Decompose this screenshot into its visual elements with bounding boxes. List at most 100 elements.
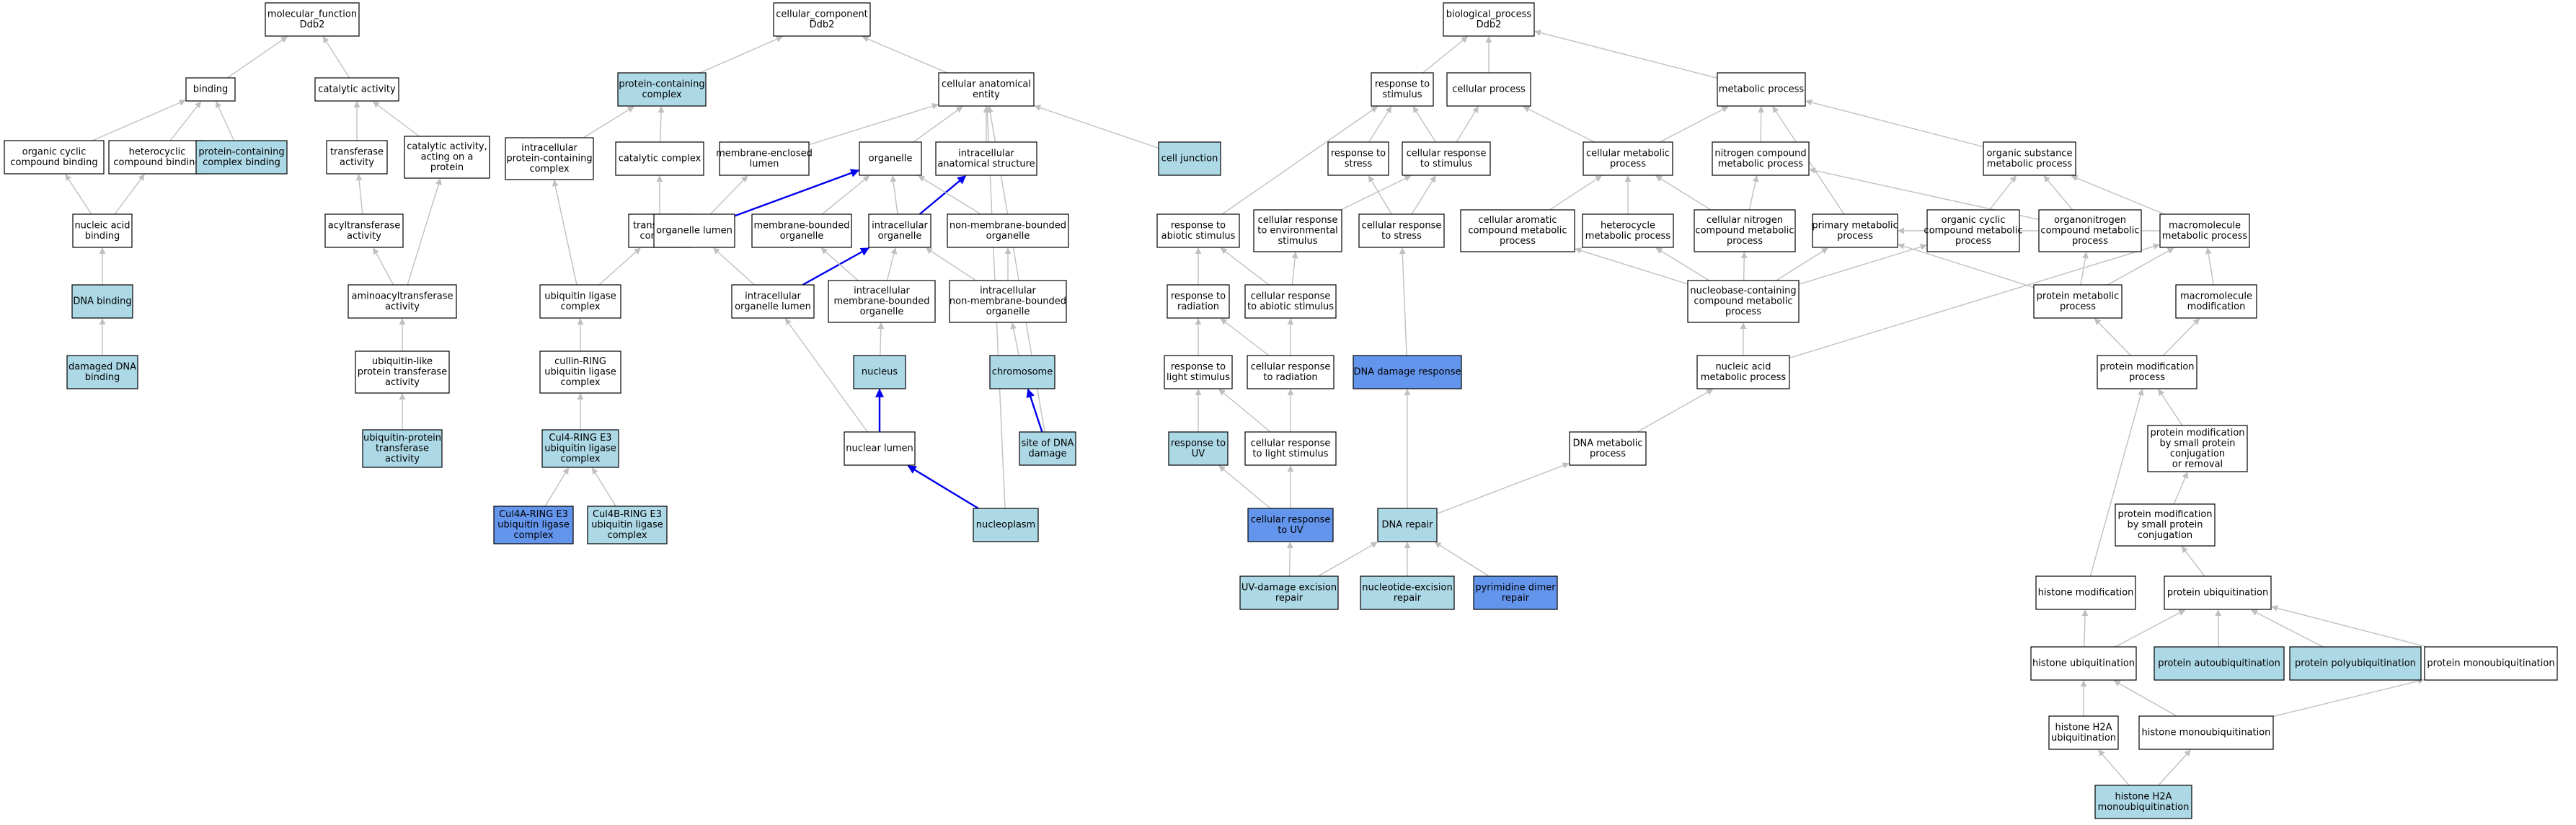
go-node-nucleus[interactable]: nucleus [853, 355, 906, 389]
go-node-histmod[interactable]: histone modification [2035, 575, 2136, 610]
node-box [2289, 646, 2422, 681]
node-label-line: histone ubiquitination [2032, 658, 2135, 669]
go-node-catcomplex[interactable]: catalytic complex [615, 141, 704, 176]
go-node-nucleoplasm[interactable]: nucleoplasm [973, 508, 1039, 542]
node-label-line: organelle [860, 306, 904, 317]
go-node-chromosome[interactable]: chromosome [989, 355, 1055, 389]
node-label-line: ubiquitin-like [372, 356, 433, 367]
node-label-line: Ddb2 [810, 19, 835, 30]
node-box [1983, 141, 2076, 176]
go-node-protubiq[interactable]: protein ubiquitination [2164, 575, 2272, 610]
go-node-autoubiq[interactable]: protein autoubiquitination [2154, 646, 2285, 681]
go-node-dnabind[interactable]: DNA binding [71, 284, 133, 319]
node-label-line: stimulus [1278, 236, 1317, 247]
go-node-orglumen[interactable]: organelle lumen [653, 213, 735, 248]
node-label-line: cellular response [1258, 215, 1338, 226]
go-node-cellproc[interactable]: cellular process [1446, 72, 1531, 107]
go-node-histubiq[interactable]: histone ubiquitination [2030, 646, 2137, 681]
go-node-nuclumen[interactable]: nuclear lumen [844, 431, 916, 466]
node-label-line: intracellular [745, 291, 801, 301]
go-node-dnarepair[interactable]: DNA repair [1377, 508, 1438, 542]
node-label-line: catalytic activity, [407, 141, 487, 152]
go-node-metab[interactable]: metabolic process [1717, 72, 1806, 107]
go-node-binding[interactable]: binding [185, 77, 236, 102]
go-node-celljunction[interactable]: cell junction [1158, 141, 1221, 176]
go-node-organelle[interactable]: organelle [859, 141, 922, 176]
node-label-line: histone H2A [2055, 722, 2112, 733]
go-node-histmono[interactable]: histone monoubiquitination [2138, 715, 2274, 750]
go-node-catalytic[interactable]: catalytic activity [314, 77, 399, 102]
go-node-inmbo[interactable]: intracellularnon-membrane-boundedorganel… [949, 280, 1067, 323]
go-node-monoubiq[interactable]: protein monoubiquitination [2424, 646, 2558, 681]
go-node-polyubiq[interactable]: protein polyubiquitination [2289, 646, 2422, 681]
go-node-ddr[interactable]: DNA damage response [1353, 355, 1462, 389]
